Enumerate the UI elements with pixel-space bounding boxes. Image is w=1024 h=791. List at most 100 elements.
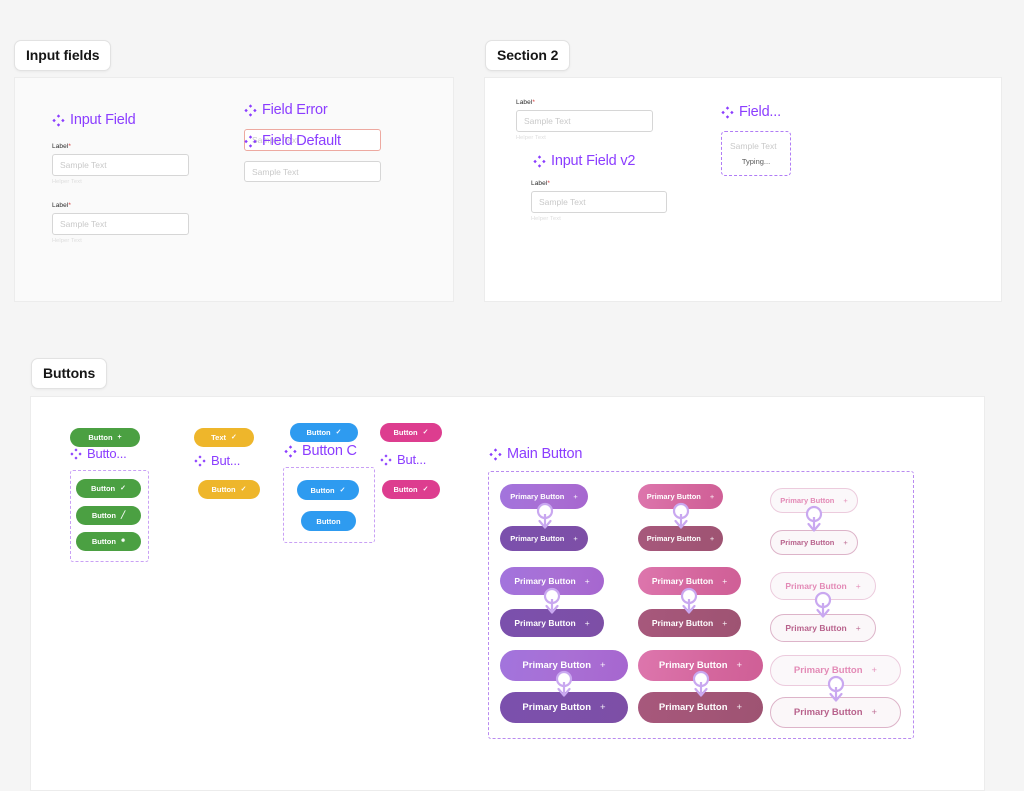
- component-label-button-c[interactable]: Button C: [284, 443, 357, 459]
- field-label-1-group: Label* Sample Text Helper Text: [52, 142, 189, 186]
- component-label-input-field-v2[interactable]: Input Field v2: [533, 153, 635, 169]
- prototype-connector: [825, 675, 847, 705]
- component-label-button-magenta[interactable]: But...: [380, 452, 426, 467]
- field-input-s2-2[interactable]: Sample Text: [531, 191, 667, 213]
- button-label: Button: [306, 428, 331, 437]
- check-icon: ✓: [422, 429, 429, 436]
- main-button-outline-hover-md[interactable]: Primary Button +: [770, 572, 876, 600]
- figma-component-icon: [380, 453, 392, 466]
- button-label: Text: [211, 433, 226, 442]
- button-magenta-top[interactable]: Button ✓: [380, 423, 442, 442]
- plus-icon: +: [736, 702, 743, 713]
- figma-component-icon: [284, 444, 297, 458]
- check-icon: ✓: [231, 434, 237, 441]
- button-label: Button: [88, 433, 113, 442]
- component-label-field-default[interactable]: Field Default: [244, 133, 341, 149]
- button-label: Button: [211, 485, 236, 494]
- button-label: Button: [90, 484, 116, 493]
- component-label-text: Button C: [302, 443, 357, 459]
- field-input-1[interactable]: Sample Text: [52, 154, 189, 176]
- field-input-typing[interactable]: Sample Text Typing...: [721, 131, 791, 176]
- component-label-text: Main Button: [507, 446, 583, 462]
- button-blue-2[interactable]: Button: [301, 511, 356, 531]
- button-label: Primary Button: [514, 576, 576, 586]
- plus-icon: +: [871, 707, 878, 718]
- button-label: Primary Button: [514, 618, 576, 628]
- variant-frame-green: [70, 470, 149, 562]
- variant-frame-blue: [283, 467, 375, 543]
- button-label: Button: [393, 428, 418, 437]
- section-chip-buttons[interactable]: Buttons: [31, 358, 108, 389]
- button-label: Button: [310, 485, 335, 495]
- figma-component-icon: [533, 154, 546, 168]
- main-button-pink-default-sm[interactable]: Primary Button +: [638, 526, 723, 551]
- plus-icon: +: [709, 492, 715, 501]
- variant-frame-main-button: [488, 471, 914, 739]
- component-label-text: Field Default: [262, 133, 341, 149]
- field-label: Label*: [52, 143, 72, 150]
- field-default-group: Sample Text: [244, 161, 381, 182]
- figma-component-icon: [52, 113, 65, 127]
- button-label: Primary Button: [651, 576, 714, 586]
- pencil-icon: ╱: [120, 512, 126, 519]
- figma-component-icon: [721, 105, 734, 119]
- button-green-top[interactable]: Button +: [70, 428, 140, 447]
- main-button-outline-default-sm[interactable]: Primary Button +: [770, 530, 858, 555]
- field-s2-2-group: Label* Sample Text Helper Text: [531, 179, 667, 223]
- prototype-connector: [803, 505, 825, 535]
- field-input-default[interactable]: Sample Text: [244, 161, 381, 182]
- button-blue-1[interactable]: Button ✓: [297, 480, 359, 500]
- plus-icon: +: [843, 538, 848, 547]
- button-label: Primary Button: [658, 702, 728, 713]
- plus-icon: +: [573, 534, 578, 543]
- main-button-purple-default-lg[interactable]: Primary Button +: [500, 692, 628, 723]
- component-label-field-error[interactable]: Field Error: [244, 102, 328, 118]
- button-label: Button: [316, 516, 341, 526]
- button-label: Button: [91, 537, 116, 546]
- button-yellow-top[interactable]: Text ✓: [194, 428, 254, 447]
- field-s2-1-group: Label* Sample Text Helper Text: [516, 98, 653, 142]
- main-button-pink-default-lg[interactable]: Primary Button +: [638, 692, 763, 723]
- main-button-pink-default-md[interactable]: Primary Button +: [638, 609, 741, 637]
- component-label-text: Field Error: [262, 102, 328, 118]
- prototype-connector: [678, 587, 700, 617]
- field-input-s2-1[interactable]: Sample Text: [516, 110, 653, 132]
- figma-component-icon: [244, 103, 257, 117]
- button-label: Primary Button: [522, 660, 592, 671]
- sparkle-icon: ✹: [120, 538, 126, 544]
- component-label-button-yellow[interactable]: But...: [194, 453, 240, 468]
- component-label-field-truncated[interactable]: Field...: [721, 104, 781, 120]
- component-label-input-field[interactable]: Input Field: [52, 112, 136, 128]
- plus-icon: +: [573, 492, 578, 501]
- button-label: Primary Button: [785, 581, 847, 591]
- plus-icon: +: [600, 702, 606, 713]
- main-button-purple-default-sm[interactable]: Primary Button +: [500, 526, 588, 551]
- button-blue-top[interactable]: Button ✓: [290, 423, 358, 442]
- field-helper-1: Helper Text: [52, 179, 82, 185]
- plus-icon: +: [584, 618, 590, 628]
- button-magenta-1[interactable]: Button ✓: [382, 480, 440, 499]
- prototype-connector: [541, 587, 563, 617]
- prototype-connector: [553, 670, 575, 700]
- button-label: Primary Button: [651, 618, 714, 628]
- button-green-2[interactable]: Button ╱: [76, 506, 141, 525]
- button-green-3[interactable]: Button ✹: [76, 532, 141, 551]
- prototype-connector: [690, 670, 712, 700]
- field-helper-2: Helper Text: [52, 238, 82, 244]
- component-label-button-green[interactable]: Butto...: [70, 446, 127, 461]
- button-label: Button: [91, 511, 116, 520]
- button-yellow-1[interactable]: Button ✓: [198, 480, 260, 499]
- button-green-1[interactable]: Button ✓: [76, 479, 141, 498]
- main-button-purple-default-md[interactable]: Primary Button +: [500, 609, 604, 637]
- button-label: Primary Button: [510, 534, 565, 543]
- field-error-group: Sample Text: [244, 129, 381, 151]
- plus-icon: +: [722, 576, 728, 586]
- field-helper-s2-2: Helper Text: [531, 216, 561, 222]
- component-label-main-button[interactable]: Main Button: [489, 446, 582, 462]
- check-icon: ✓: [120, 485, 127, 492]
- section-chip-input-fields[interactable]: Input fields: [14, 40, 112, 71]
- plus-icon: +: [855, 623, 861, 633]
- section-chip-section-2[interactable]: Section 2: [485, 40, 571, 71]
- field-input-2[interactable]: Sample Text: [52, 213, 189, 235]
- field-input-error[interactable]: Sample Text: [244, 129, 381, 151]
